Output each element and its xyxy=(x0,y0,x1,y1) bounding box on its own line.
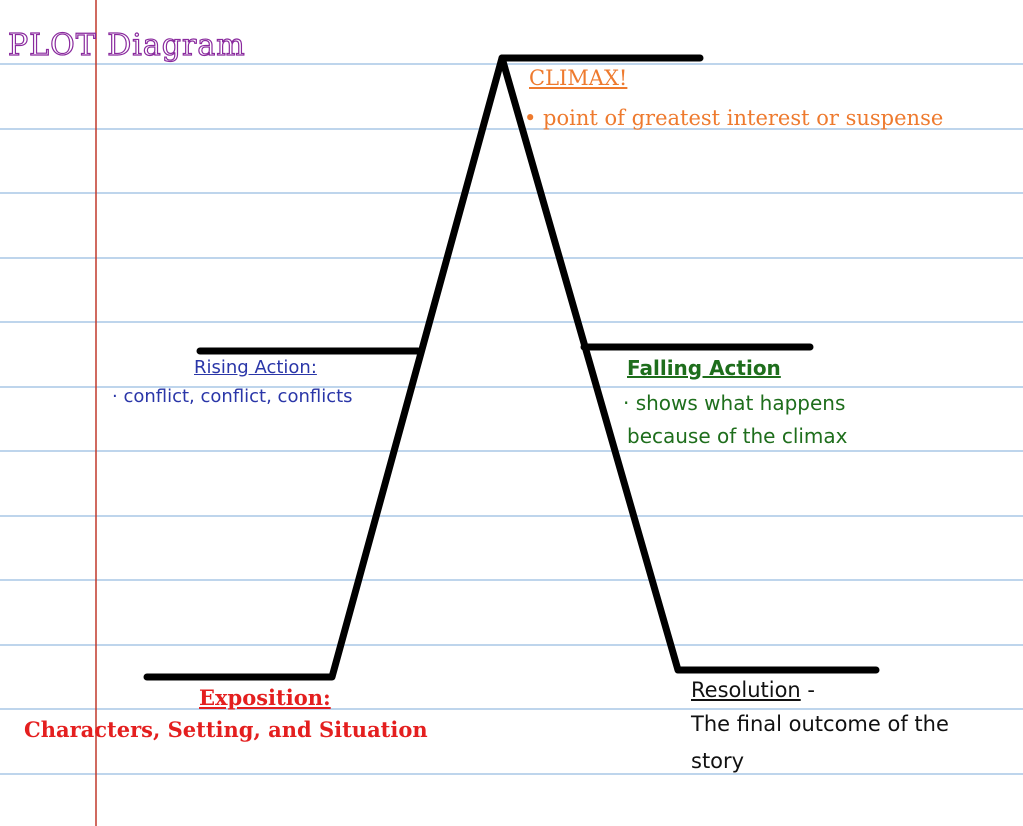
resolution-dash: - xyxy=(800,678,815,702)
resolution-line2: story xyxy=(691,749,745,773)
falling-action-heading: Falling Action xyxy=(627,356,781,380)
climax-bullet: • point of greatest interest or suspense xyxy=(524,106,944,130)
resolution-heading-row: Resolution - xyxy=(691,678,815,702)
ruled-lines xyxy=(0,63,1023,775)
climax-heading: CLIMAX! xyxy=(529,66,628,90)
falling-action-line1: · shows what happens xyxy=(623,391,846,415)
falling-action-line2: because of the climax xyxy=(627,424,848,448)
rising-action-bullet: · conflict, conflict, conflicts xyxy=(112,386,353,407)
rising-action-heading: Rising Action: xyxy=(194,357,317,378)
resolution-heading: Resolution xyxy=(691,678,801,702)
page-title: PLOT Diagram xyxy=(7,27,246,63)
resolution-line1: The final outcome of the xyxy=(691,712,949,736)
exposition-subtitle: Characters, Setting, and Situation xyxy=(24,717,428,742)
plot-line xyxy=(143,54,880,681)
exposition-heading: Exposition: xyxy=(199,685,331,710)
